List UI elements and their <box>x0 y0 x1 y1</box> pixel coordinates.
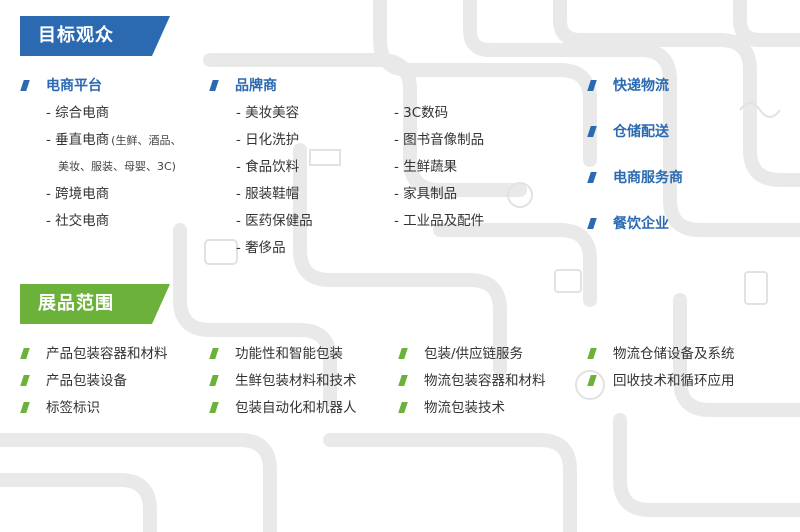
list-item: - 生鲜蔬果 <box>394 159 458 175</box>
exhibit-item: 包装自动化和机器人 <box>209 398 357 418</box>
slash-bullet-icon <box>587 218 597 229</box>
exhibit-item: 物流仓储设备及系统 <box>587 344 735 364</box>
exhibit-item: 包装/供应链服务 <box>398 344 523 364</box>
list-item: - 图书音像制品 <box>394 132 485 148</box>
category-heading-ecom-service: 电商服务商 <box>587 168 683 188</box>
category-heading-brand: 品牌商 <box>209 76 277 96</box>
exhibit-item: 功能性和智能包装 <box>209 344 343 364</box>
slash-bullet-icon <box>587 172 597 183</box>
list-item: - 服装鞋帽 <box>236 186 300 202</box>
slash-bullet-icon <box>587 80 597 91</box>
exhibit-item: 产品包装设备 <box>20 371 127 391</box>
audience-title: 目标观众 <box>38 25 114 46</box>
slash-bullet-icon <box>587 348 597 359</box>
exhibits-title: 展品范围 <box>38 293 114 314</box>
category-heading-express: 快递物流 <box>587 76 669 96</box>
audience-banner: 目标观众 <box>20 16 170 56</box>
list-item: - 工业品及配件 <box>394 213 485 229</box>
list-item: 美妆、服装、母婴、3C) <box>58 160 176 173</box>
exhibit-item: 标签标识 <box>20 398 100 418</box>
slash-bullet-icon <box>20 348 30 359</box>
slash-bullet-icon <box>398 375 408 386</box>
exhibit-item: 生鲜包装材料和技术 <box>209 371 357 391</box>
slash-bullet-icon <box>209 348 219 359</box>
exhibits-banner: 展品范围 <box>20 284 170 324</box>
list-item: - 食品饮料 <box>236 159 300 175</box>
slash-bullet-icon <box>398 402 408 413</box>
list-item: - 日化洗护 <box>236 132 300 148</box>
slash-bullet-icon <box>209 402 219 413</box>
slash-bullet-icon <box>587 126 597 137</box>
slash-bullet-icon <box>398 348 408 359</box>
list-item: - 跨境电商 <box>46 186 110 202</box>
category-heading-warehouse: 仓储配送 <box>587 122 669 142</box>
list-item: - 美妆美容 <box>236 105 300 121</box>
list-item: - 医药保健品 <box>236 213 313 229</box>
slash-bullet-icon <box>20 80 30 91</box>
slash-bullet-icon <box>587 375 597 386</box>
exhibit-item: 回收技术和循环应用 <box>587 371 735 391</box>
slash-bullet-icon <box>20 402 30 413</box>
slash-bullet-icon <box>20 375 30 386</box>
list-item: - 社交电商 <box>46 213 110 229</box>
list-item: - 3C数码 <box>394 105 449 121</box>
list-item: - 综合电商 <box>46 105 110 121</box>
category-heading-ecommerce: 电商平台 <box>20 76 102 96</box>
list-item: - 家具制品 <box>394 186 458 202</box>
list-item: - 奢侈品 <box>236 240 286 256</box>
exhibit-item: 物流包装技术 <box>398 398 505 418</box>
list-item: - 垂直电商(生鲜、酒品、 <box>46 132 182 148</box>
slash-bullet-icon <box>209 80 219 91</box>
category-heading-catering: 餐饮企业 <box>587 214 669 234</box>
exhibit-item: 产品包装容器和材料 <box>20 344 168 364</box>
exhibit-item: 物流包装容器和材料 <box>398 371 546 391</box>
slash-bullet-icon <box>209 375 219 386</box>
